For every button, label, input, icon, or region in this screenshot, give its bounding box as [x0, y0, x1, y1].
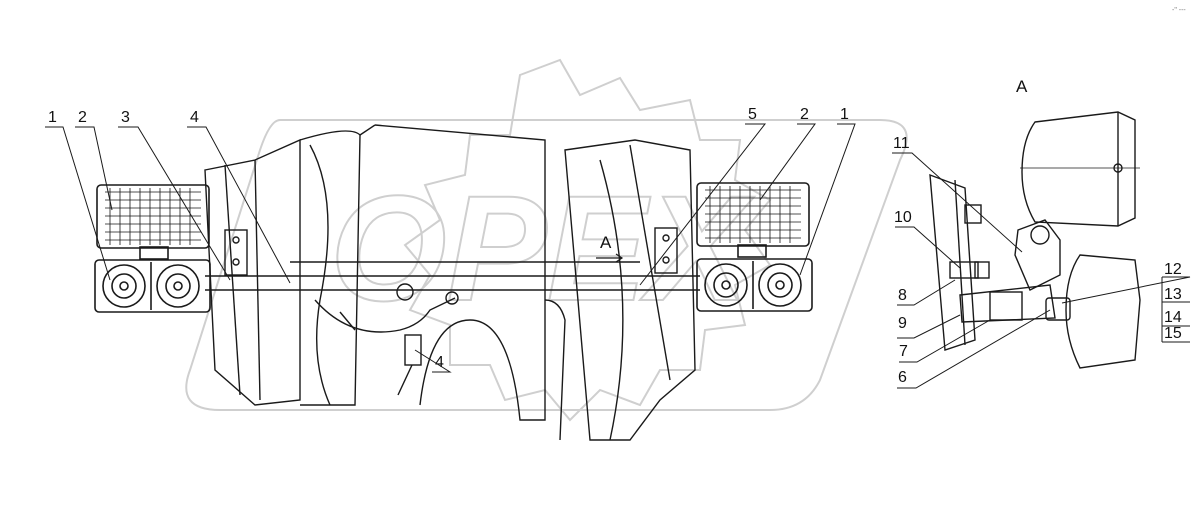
callout-label: 10	[894, 209, 912, 226]
callout-label: 4	[190, 109, 199, 126]
callout-label: 2	[800, 106, 809, 123]
callout-label: 9	[898, 315, 907, 332]
callout-label: 14	[1164, 309, 1182, 326]
leader-lines-main	[45, 123, 856, 373]
section-marker-label: A	[600, 233, 612, 252]
left-marker-lamp	[94, 259, 211, 313]
callout-label: 3	[121, 109, 130, 126]
left-work-lamp	[96, 184, 210, 260]
right-marker-lamp	[696, 258, 813, 312]
callout-label: 11	[893, 135, 910, 152]
watermark-gear	[185, 58, 908, 422]
callouts-view: 11 10 8 9 7 6 12 13 14 15	[893, 135, 1182, 386]
view-a-label: A	[1016, 77, 1028, 96]
callout-label: 15	[1164, 325, 1182, 342]
corner-mark: -" ---	[1172, 7, 1186, 14]
callout-label: 13	[1164, 286, 1182, 303]
callout-label: 5	[748, 106, 757, 123]
callout-label: 2	[78, 109, 87, 126]
callout-label: 1	[48, 109, 57, 126]
leader-lines-view	[892, 152, 1191, 389]
view-a-detail	[929, 111, 1141, 369]
right-work-lamp	[696, 182, 810, 258]
watermark-text: OPEX	[330, 164, 755, 332]
callout-label: 1	[840, 106, 849, 123]
callout-label: 12	[1164, 261, 1182, 278]
callout-label: 4	[435, 354, 444, 371]
callouts-main: 1 2 3 4 5 2 1 4	[48, 106, 849, 371]
callout-label: 8	[898, 287, 907, 304]
callout-label: 6	[898, 369, 907, 386]
cab-front-view	[204, 124, 700, 441]
section-arrow	[596, 253, 624, 263]
callout-label: 7	[899, 343, 908, 360]
